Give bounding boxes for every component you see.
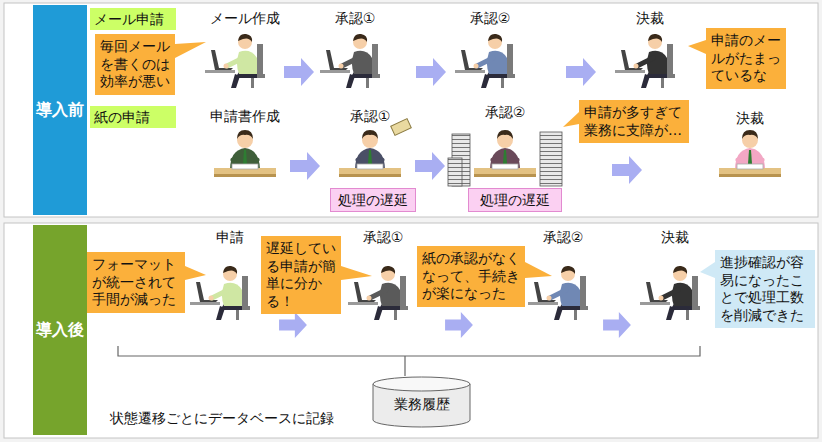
node-text: 進捗確認が容易になったことで処理工数を削減できた [720, 254, 810, 324]
flow-arrow [612, 156, 642, 184]
flow-arrow [284, 58, 314, 86]
worker-figure [640, 266, 700, 320]
worker-figure [474, 130, 536, 177]
worker-figure [339, 130, 401, 177]
delay-box: 処理の遅延 [330, 188, 416, 212]
node-text: 導入前 [36, 100, 84, 121]
database-cylinder-top [373, 377, 470, 391]
phase-band: 導入前 [33, 5, 87, 215]
flow-arrow [415, 152, 445, 180]
step-caption: 決裁 [736, 110, 764, 127]
step-caption: メール作成 [210, 10, 280, 27]
flow-arrow [603, 312, 631, 338]
step-caption: 承認① [350, 108, 391, 125]
node-text: 毎回メールを書くのは効率が悪い [100, 38, 170, 91]
worker-figure [719, 130, 781, 177]
speech-callout: 遅延している申請が簡単に分かる！ [261, 236, 341, 314]
worker-figure [615, 34, 675, 88]
phase-band: 導入後 [33, 225, 87, 435]
flow-arrow [416, 58, 446, 86]
node-text: 申請のメールがたまっているな [711, 32, 781, 85]
node-text: 紙の承認がなくなって、手続きが楽になった [422, 250, 520, 303]
step-caption: 承認① [335, 10, 376, 27]
paper-stack [540, 132, 562, 186]
speech-callout: フォーマットが統一されて手間が減った [87, 252, 185, 313]
speech-callout: 申請が多すぎて業務に支障が… [579, 100, 689, 143]
panel-frame [4, 3, 818, 217]
benefit-callout: 進捗確認が容易になったことで処理工数を削減できた [715, 250, 815, 328]
panel-frame [4, 223, 818, 438]
node-text: 紙の申請 [94, 108, 172, 126]
worker-figure [214, 130, 276, 177]
step-caption: 承認② [470, 10, 511, 27]
flow-arrow [566, 58, 596, 86]
flow-arrow [279, 312, 307, 338]
step-caption: 申請 [216, 229, 244, 246]
step-caption: 申請書作成 [210, 108, 280, 125]
callout-tail [688, 40, 706, 54]
worker-figure [205, 34, 265, 88]
callout-tail [175, 42, 206, 58]
category-tag: メール申請 [90, 8, 176, 30]
step-caption: 承認① [363, 229, 404, 246]
step-caption: 決裁 [636, 10, 664, 27]
speech-callout: 紙の承認がなくなって、手続きが楽になった [417, 246, 525, 307]
node-text: 申請が多すぎて業務に支障が… [584, 104, 684, 139]
step-caption: 承認② [543, 229, 584, 246]
worker-figure [455, 34, 515, 88]
step-caption: 承認② [485, 104, 526, 121]
node-text: 導入後 [36, 320, 84, 341]
flow-arrow [445, 312, 473, 338]
node-text: 遅延している申請が簡単に分かる！ [266, 240, 336, 310]
node-text: メール申請 [94, 10, 172, 28]
delay-box: 処理の遅延 [468, 188, 562, 212]
database-node: 業務履歴 [373, 392, 470, 418]
callout-tail [525, 262, 552, 278]
node-text: フォーマットが統一されて手間が減った [92, 256, 180, 309]
callout-tail [341, 266, 372, 280]
callout-tail [700, 262, 715, 278]
callout-tail [185, 266, 206, 280]
category-tag: 紙の申請 [90, 106, 176, 128]
note-text: 状態遷移ごとにデータベースに記録 [110, 410, 334, 427]
node-text: 処理の遅延 [473, 191, 557, 209]
node-text: 業務履歴 [394, 396, 450, 414]
node-text: 処理の遅延 [335, 191, 411, 209]
worker-figure [320, 34, 380, 88]
speech-callout: 申請のメールがたまっているな [706, 28, 786, 89]
speech-callout: 毎回メールを書くのは効率が悪い [95, 34, 175, 95]
paper-stack [448, 158, 462, 186]
bracket [118, 346, 700, 376]
step-caption: 決裁 [661, 229, 689, 246]
flow-arrow [290, 152, 320, 180]
callout-tail [563, 112, 579, 127]
paper-sheet [391, 119, 412, 136]
